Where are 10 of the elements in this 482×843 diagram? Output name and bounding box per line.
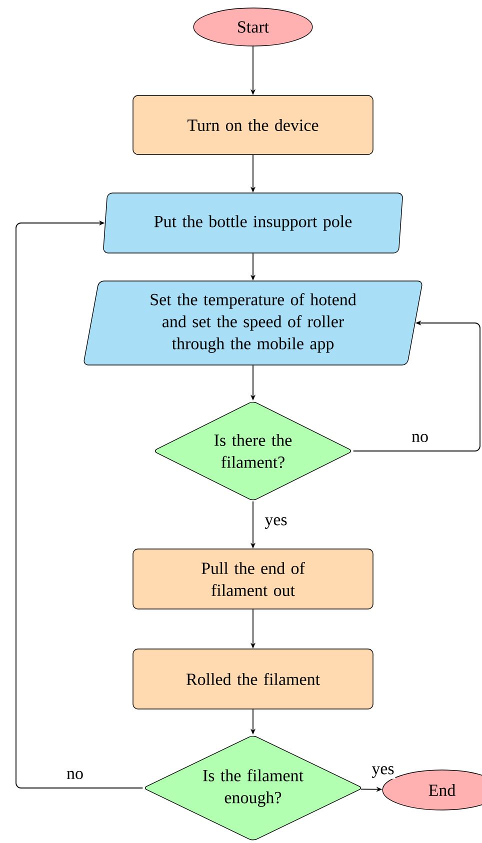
edge-label: yes	[264, 516, 288, 530]
edge-label: no	[66, 770, 84, 780]
process-box: Rolled the filament	[132, 648, 374, 710]
input-parallelogram: Set the temperature of hotend and set the speed of roller through the mobile app	[84, 280, 422, 366]
edge-label: yes	[370, 765, 396, 779]
input-parallelogram: Put the bottle insupport pole	[103, 192, 403, 254]
arrow	[16, 220, 144, 788]
process-box: Turn on the device	[132, 95, 374, 155]
process-box: Pull the end of filament out	[132, 548, 374, 610]
edge-label: no	[410, 432, 430, 444]
